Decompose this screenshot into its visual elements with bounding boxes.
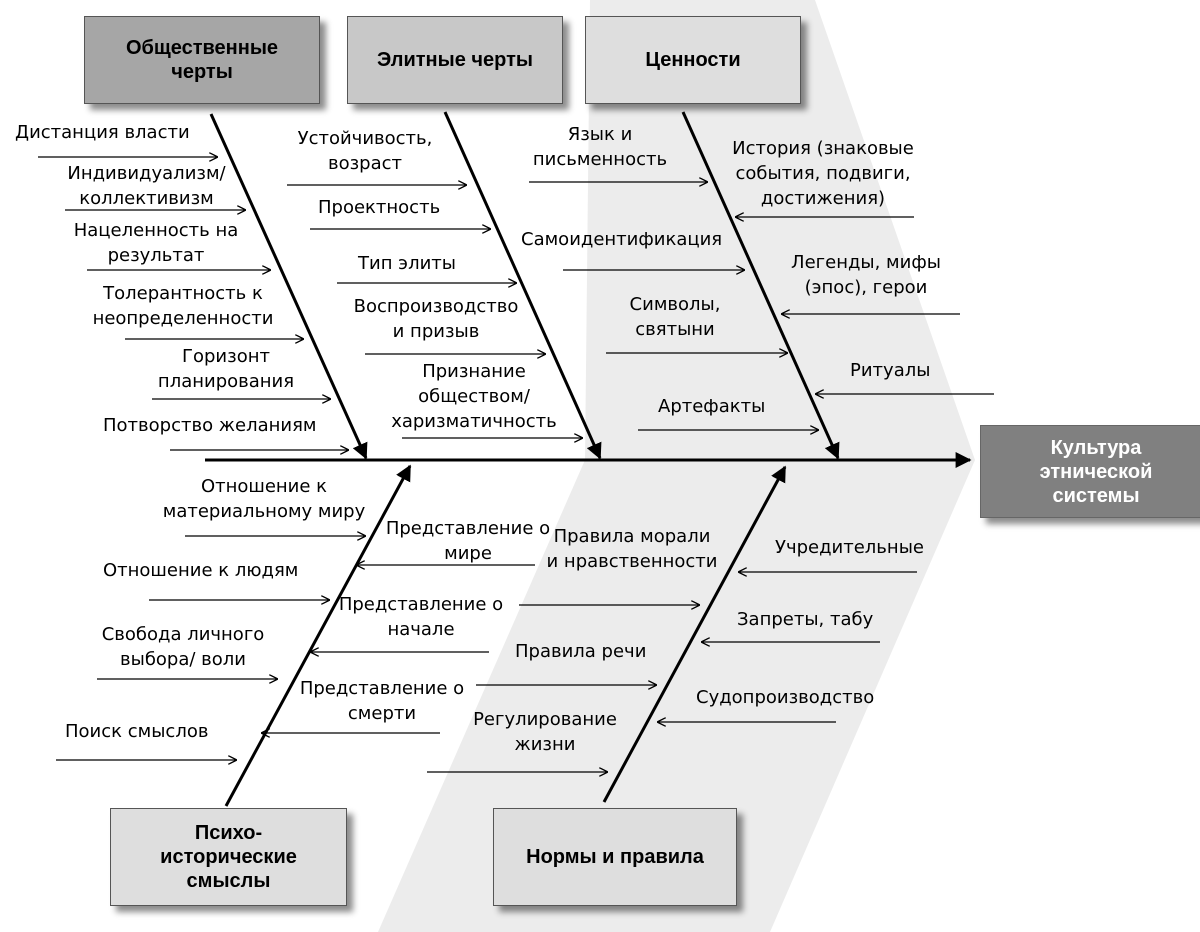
label-norms-l1: Правила морали и нравственности xyxy=(546,526,718,572)
label-psycho-r1: Представление о мире xyxy=(385,518,551,564)
label-psycho-l4: Поиск смыслов xyxy=(65,721,209,742)
label-social-2: Индивидуализм/ коллективизм xyxy=(67,163,226,209)
category-box-values: Ценности xyxy=(585,16,801,104)
label-social-4: Толерантность к неопределенности xyxy=(92,283,274,329)
label-social-1: Дистанция власти xyxy=(15,122,190,143)
label-elite-3: Тип элиты xyxy=(358,253,456,274)
bone-elite xyxy=(443,111,602,460)
category-box-psycho: Психо-исторические смыслы xyxy=(110,808,347,906)
label-social-3: Нацеленность на результат xyxy=(73,220,239,266)
label-psycho-l1: Отношение к материальному миру xyxy=(162,476,366,522)
label-values-l4: Артефакты xyxy=(658,396,766,417)
label-psycho-r3: Представление о смерти xyxy=(299,678,465,724)
label-values-l2: Самоидентификация xyxy=(521,229,723,250)
label-elite-4: Воспроизводство и призыв xyxy=(353,296,519,342)
bone-psycho xyxy=(224,464,412,807)
bone-norms xyxy=(602,465,787,803)
label-psycho-l2: Отношение к людям xyxy=(103,560,299,581)
label-values-r3: Ритуалы xyxy=(850,360,931,381)
label-elite-5: Признание обществом/ харизматичность xyxy=(391,361,557,432)
label-norms-r3: Судопроизводство xyxy=(696,687,875,708)
background-chevron xyxy=(378,0,975,932)
effect-box: Культура этнической системы xyxy=(980,425,1200,518)
label-social-6: Потворство желаниям xyxy=(103,415,317,436)
label-social-5: Горизонт планирования xyxy=(157,346,295,392)
category-box-social: Общественные черты xyxy=(84,16,320,104)
category-box-norms: Нормы и правила xyxy=(493,808,737,906)
label-psycho-r2: Представление о начале xyxy=(338,594,504,640)
label-norms-l3: Регулирование жизни xyxy=(473,709,617,755)
category-box-elite: Элитные черты xyxy=(347,16,563,104)
label-elite-1: Устойчивость, возраст xyxy=(297,128,433,174)
label-psycho-l3: Свобода личного выбора/ воли xyxy=(101,624,265,670)
label-norms-l2: Правила речи xyxy=(515,641,647,662)
bone-values xyxy=(681,111,840,460)
label-values-l1: Язык и письменность xyxy=(532,124,668,170)
bone-social xyxy=(209,113,368,460)
label-values-r2: Легенды, мифы (эпос), герои xyxy=(791,252,941,298)
label-values-l3: Символы, святыни xyxy=(629,294,721,340)
label-norms-r1: Учредительные xyxy=(775,537,924,558)
label-norms-r2: Запреты, табу xyxy=(737,609,874,630)
label-values-r1: История (знаковые события, подвиги, дост… xyxy=(732,138,914,209)
label-elite-2: Проектность xyxy=(318,197,441,218)
